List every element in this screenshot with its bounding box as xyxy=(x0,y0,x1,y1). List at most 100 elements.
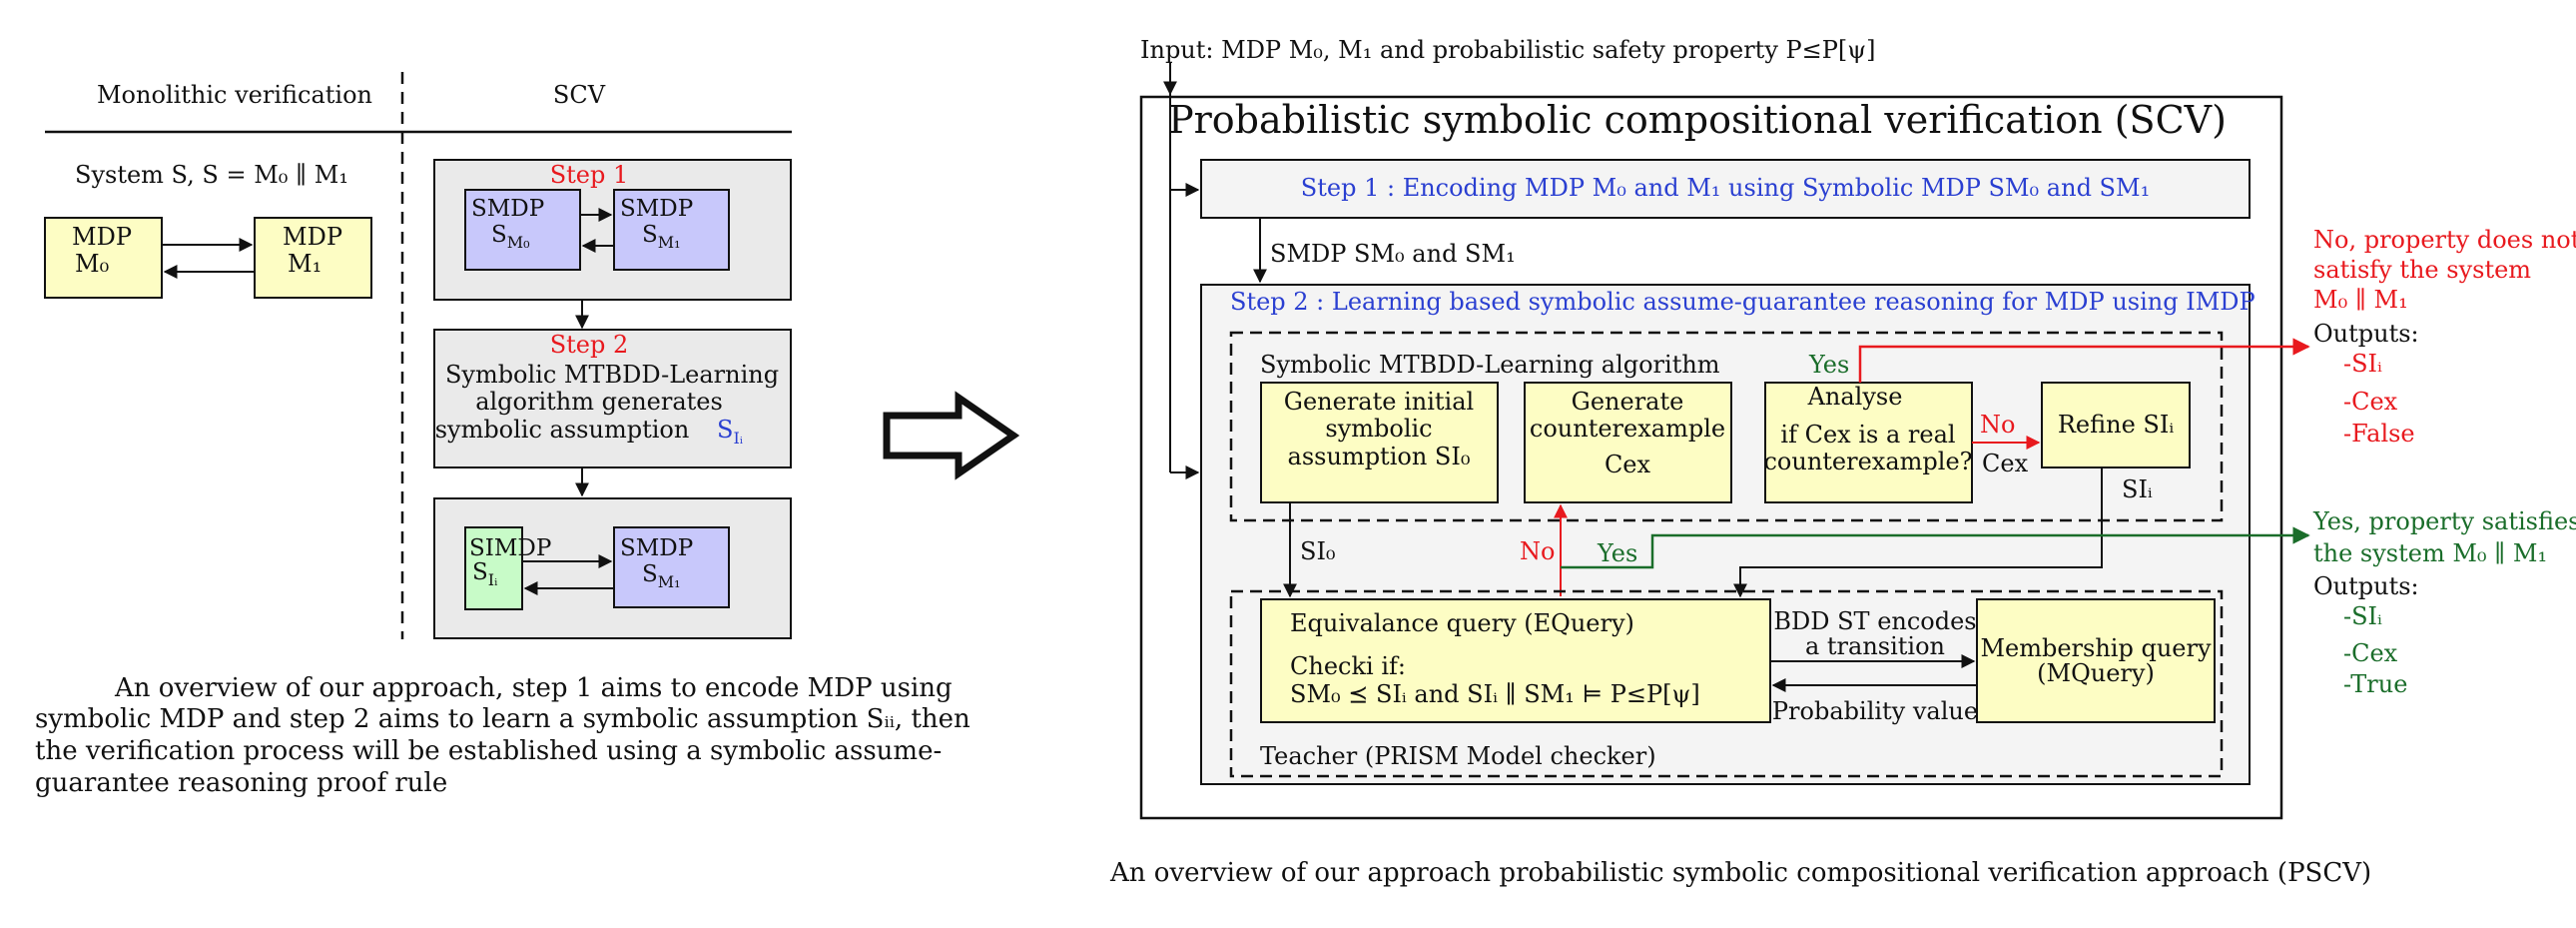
mdp-m1-box xyxy=(254,217,372,299)
step2-panel xyxy=(433,329,792,468)
input-label: Input: MDP M₀, M₁ and probabilistic safe… xyxy=(1140,36,1875,64)
out-no-item-2: -Cex xyxy=(2343,388,2398,416)
prob-value-label: Probability value xyxy=(1772,697,1978,725)
teacher-region xyxy=(1229,589,2224,778)
step1-label: Step 1 xyxy=(550,161,629,189)
simdp-line1: SIMDP xyxy=(469,535,551,561)
right-caption: An overview of our approach probabilisti… xyxy=(1109,858,2371,888)
out-yes-item-1: -SIᵢ xyxy=(2343,602,2382,630)
generate-cex-line2: counterexample xyxy=(1530,415,1725,443)
step2-assumption: SIᵢ xyxy=(717,416,743,448)
generate-initial-line2: symbolic xyxy=(1325,415,1432,443)
generate-cex-line1: Generate xyxy=(1572,388,1684,416)
smdp-sm1-line2: SM₁ xyxy=(642,222,681,252)
out-no-line2: satisfy the system xyxy=(2313,256,2531,284)
header-monolithic: Monolithic verification xyxy=(97,81,372,109)
step2-line3: symbolic assumption xyxy=(435,416,690,444)
bdd-line1: BDD ST encodes xyxy=(1773,607,1976,635)
bdd-line2: a transition xyxy=(1805,632,1945,660)
mdp-m1-line2: M₁ xyxy=(288,250,322,278)
system-label: System S, S = M₀ ∥ M₁ xyxy=(75,161,348,189)
left-caption-line4: guarantee reasoning proof rule xyxy=(35,768,447,798)
generate-cex-box xyxy=(1524,382,1732,503)
refine-label: Refine SIᵢ xyxy=(2058,411,2174,439)
left-caption-line1: An overview of our approach, step 1 aims… xyxy=(114,673,953,703)
step2-label: Step 2 xyxy=(550,331,629,359)
generate-cex-line3: Cex xyxy=(1605,451,1651,478)
mdp-m1-line1: MDP xyxy=(283,223,342,251)
analyse-box xyxy=(1764,382,1973,503)
smdp-sm1-sub: M₁ xyxy=(658,233,681,252)
smdp-sm0-var: S xyxy=(491,222,507,248)
smdp-sm1-step3-line1: SMDP xyxy=(620,535,693,561)
si0-label: SI₀ xyxy=(1300,537,1336,565)
smdp-sm1-var: S xyxy=(642,222,658,248)
step2-line1: Symbolic MTBDD-Learning xyxy=(445,361,779,389)
out-no-line1: No, property does not xyxy=(2313,226,2576,254)
step2-assumption-var: S xyxy=(717,416,733,444)
step1-bar xyxy=(1200,159,2251,219)
left-caption-line2: symbolic MDP and step 2 aims to learn a … xyxy=(35,704,970,734)
si-label: SIᵢ xyxy=(2122,475,2153,503)
scv-title: Probabilistic symbolic compositional ver… xyxy=(1168,98,2227,142)
step2-text: Step 2 : Learning based symbolic assume-… xyxy=(1230,288,2255,316)
out-yes-line1: Yes, property satisfies xyxy=(2312,507,2576,535)
analyse-line2: if Cex is a real xyxy=(1780,421,1955,449)
teacher-label: Teacher (PRISM Model checker) xyxy=(1260,742,1656,770)
arrow-refine-to-equery xyxy=(1733,467,2103,598)
smdp-sm1-line1: SMDP xyxy=(620,196,693,222)
cex-mid-label: Cex xyxy=(1982,450,2029,477)
arrow-yes-to-yes-output xyxy=(1561,526,2310,569)
left-diagram: Monolithic verification SCV System S, S … xyxy=(35,72,970,798)
step2-line2: algorithm generates xyxy=(475,388,723,416)
smdp-sm1-step3-var: S xyxy=(642,561,658,587)
smdp-sm0-sub: M₀ xyxy=(507,233,530,252)
out-yes-outputs: Outputs: xyxy=(2313,572,2419,600)
simdp-var: S xyxy=(472,559,488,585)
simdp-sub: Iᵢ xyxy=(488,570,498,589)
simdp-line2: SIᵢ xyxy=(472,559,497,589)
smdp-sm1-box-step3 xyxy=(613,526,730,608)
equery-line2: Checki if: xyxy=(1290,652,1406,680)
generate-initial-line3: assumption SI₀ xyxy=(1288,443,1471,470)
smdp-sm1-box xyxy=(613,189,730,271)
smdp-sm1-step3-line2: SM₁ xyxy=(642,561,681,591)
refine-box xyxy=(2041,382,2191,468)
no-left-label: No xyxy=(1520,537,1555,565)
no-mid-label: No xyxy=(1980,411,2015,439)
arrow-yes-to-no-output xyxy=(1858,338,2310,383)
step1-text: Step 1 : Encoding MDP M₀ and M₁ using Sy… xyxy=(1301,174,2150,202)
header-scv: SCV xyxy=(553,81,606,109)
smdp-sm0-box xyxy=(464,189,581,271)
smdp-sm0-line1: SMDP xyxy=(471,196,544,222)
step2-assumption-sub: Iᵢ xyxy=(733,429,743,448)
yes-top-label: Yes xyxy=(1808,351,1849,379)
mquery-line2: (MQuery) xyxy=(2037,659,2155,687)
out-no-outputs: Outputs: xyxy=(2313,320,2419,348)
left-caption-line3: the verification process will be establi… xyxy=(35,736,942,766)
mquery-line1: Membership query xyxy=(1980,634,2212,662)
out-no-line3: M₀ ∥ M₁ xyxy=(2313,286,2408,314)
out-yes-line2: the system M₀ ∥ M₁ xyxy=(2313,539,2547,567)
simdp-box xyxy=(464,526,523,610)
big-transition-arrow-icon xyxy=(883,391,1020,480)
equery-line3: SM₀ ⪯ SIᵢ and SIᵢ ∥ SM₁ ⊨ P≤P[ψ] xyxy=(1290,680,1700,708)
equery-box xyxy=(1260,598,1771,723)
learning-label: Symbolic MTBDD-Learning algorithm xyxy=(1260,351,1720,379)
yes-mid-label: Yes xyxy=(1597,539,1637,567)
out-yes-item-2: -Cex xyxy=(2343,639,2398,667)
smdp-sm1-step3-sub: M₁ xyxy=(658,572,681,591)
learning-region xyxy=(1229,331,2224,522)
analyse-line3: counterexample? xyxy=(1763,448,1972,475)
generate-initial-box xyxy=(1260,382,1499,503)
mquery-box xyxy=(1976,598,2216,723)
mdp-m0-line2: M₀ xyxy=(75,250,109,278)
equery-line1: Equivalance query (EQuery) xyxy=(1290,609,1634,637)
mdp-m0-box xyxy=(44,217,163,299)
mdp-m0-line1: MDP xyxy=(72,223,132,251)
smdp-sm0-line2: SM₀ xyxy=(491,222,530,252)
out-yes-item-3: -True xyxy=(2343,670,2407,698)
generate-initial-line1: Generate initial xyxy=(1284,388,1474,416)
out-no-item-1: -SIᵢ xyxy=(2343,350,2382,378)
